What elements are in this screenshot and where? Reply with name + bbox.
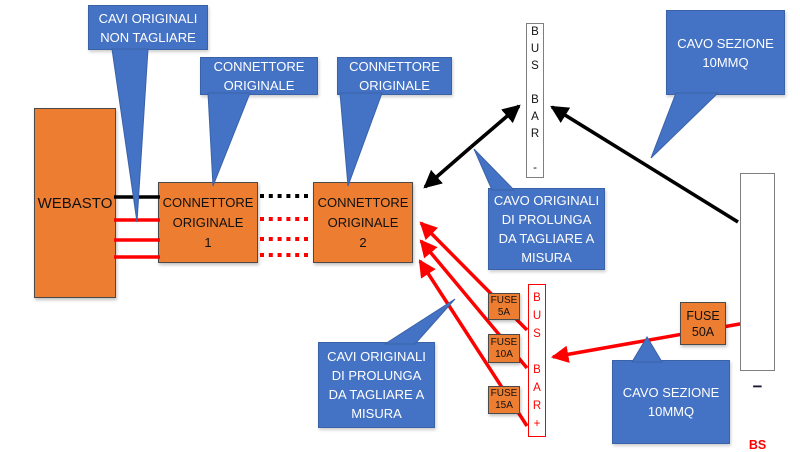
callout-connector-original-2: CONNETTORE ORIGINALE [337,57,452,95]
webasto-harness-wires [114,195,160,259]
pointer-connector-original-1 [207,92,251,187]
pointer-connector-original-2 [339,92,383,187]
callout-cable-section-top: CAVO SEZIONE 10MMQ [666,10,785,95]
busbar-positive: B U S B A R + [528,284,546,437]
pointer-original-cables-no-cut [111,48,149,223]
fuse-15a-box: FUSE 15A [488,386,520,414]
callout-original-cables-no-cut: CAVI ORIGINALI NON TAGLIARE [88,5,208,50]
battery-box: − BS + [740,173,775,452]
pointer-cable-section-bottom [631,336,663,363]
battery-label: BS [748,438,767,452]
callout-extension-cable-mid: CAVO ORIGINALI DI PROLUNGA DA TAGLIARE A… [488,188,605,270]
fuse-5a-box: FUSE 5A [488,293,520,320]
pointer-extension-cable-mid [473,148,516,191]
pointer-cable-section-top [650,92,720,159]
pointer-extension-cables-bottom [383,298,456,345]
battery-minus-terminal: − [752,377,763,396]
wire-connector2-to-busbar-neg [469,104,521,149]
wire-busbar-neg-to-connector2 [423,145,473,189]
connector-dotted-wires [260,194,312,257]
callout-connector-original-1: CONNETTORE ORIGINALE [200,57,318,95]
fuse-10a-box: FUSE 10A [488,334,520,363]
busbar-negative: B U S B A R - [526,23,544,178]
webasto-box: WEBASTO [34,108,116,298]
callout-cable-section-bottom: CAVO SEZIONE 10MMQ [612,360,730,444]
connector-2-box: CONNETTORE ORIGINALE 2 [313,182,413,263]
callout-extension-cables-bottom: CAVI ORIGINALI DI PROLUNGA DA TAGLIARE A… [318,342,435,428]
fuse-50a-box: FUSE 50A [680,302,726,345]
connector-1-box: CONNETTORE ORIGINALE 1 [158,182,258,263]
